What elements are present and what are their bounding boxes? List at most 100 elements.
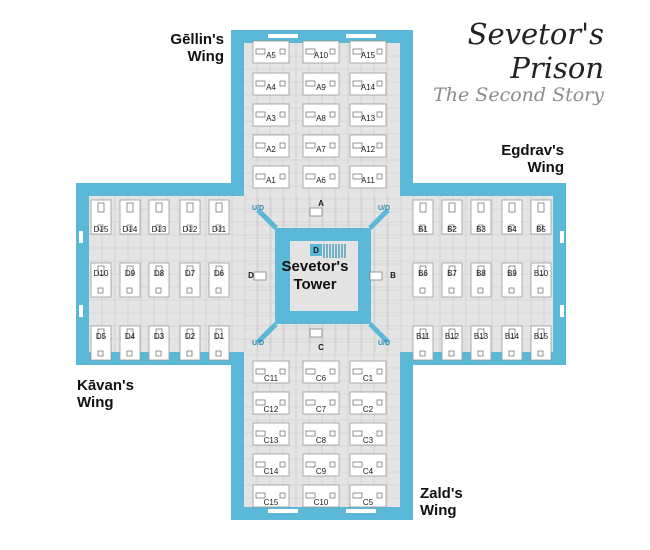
cell-b8 [470,262,492,298]
tower-name-line1: Sevetor's [281,258,349,275]
toilet-icon [419,350,426,357]
toilet-icon [537,350,544,357]
bed-icon [255,111,266,118]
cell-c12 [252,391,290,415]
cell-b4 [501,199,523,235]
cell-label-c10: C10 [314,498,329,507]
outer-door-gap [346,34,376,38]
cell-a9 [302,72,340,96]
cell-a15 [349,40,387,64]
bed-icon [305,48,316,55]
bed-icon [352,461,363,468]
cell-label-a14: A14 [361,83,376,92]
cell-label-d9: D9 [125,269,136,278]
cell-label-d8: D8 [154,269,165,278]
outer-door-gap [560,305,564,317]
bed-icon [186,328,194,339]
toilet-icon [477,350,484,357]
diagonal-wall [368,322,390,344]
cell-b5 [530,199,552,235]
cell-b1 [412,199,434,235]
cell-label-d12: D12 [183,225,198,234]
cell-d3 [148,325,170,361]
outer-door-gap [346,509,376,513]
bed-icon [97,265,105,276]
cell-a4 [252,72,290,96]
bed-icon [305,492,316,499]
bed-icon [352,492,363,499]
toilet-icon [126,350,133,357]
bed-icon [126,202,134,213]
toilet-icon [279,173,286,180]
cell-label-b11: B11 [416,332,430,341]
bed-icon [215,202,223,213]
toilet-icon [279,430,286,437]
toilet-icon [329,142,336,149]
cell-label-c5: C5 [363,498,374,507]
bed-icon [305,142,316,149]
toilet-icon [215,350,222,357]
map-title-line2: Prison [510,51,604,85]
cell-b7 [441,262,463,298]
cell-b14 [501,325,523,361]
toilet-icon [376,173,383,180]
tower-inner-marker-label: D [313,246,319,255]
cell-d2 [179,325,201,361]
bed-icon [537,202,545,213]
toilet-icon [279,399,286,406]
bed-icon [352,80,363,87]
cell-d7 [179,262,201,298]
cell-label-d5: D5 [96,332,107,341]
bed-icon [477,328,485,339]
cell-a6 [302,165,340,189]
bed-icon [352,173,363,180]
cell-label-b8: B8 [476,269,486,278]
cells-layer [90,40,552,508]
cell-label-b15: B15 [534,332,549,341]
toilet-icon [97,224,104,231]
cell-c4 [349,453,387,477]
toilet-icon [126,287,133,294]
cell-a1 [252,165,290,189]
guard-post-icon [369,271,383,281]
toilet-icon [376,399,383,406]
tower-name: Sevetor's Tower [277,258,353,294]
toilet-icon [537,224,544,231]
toilet-icon [186,350,193,357]
bed-icon [419,202,427,213]
toilet-icon [279,48,286,55]
cell-label-a10: A10 [314,51,329,60]
toilet-icon [97,287,104,294]
cell-label-d13: D13 [152,225,167,234]
toilet-icon [477,287,484,294]
cell-a14 [349,72,387,96]
cell-a12 [349,134,387,158]
cell-a10 [302,40,340,64]
cell-label-d6: D6 [214,269,225,278]
toilet-icon [376,492,383,499]
wing-b-name: Egdrav's Wing [480,142,564,176]
bed-icon [305,430,316,437]
bed-icon [255,492,266,499]
door-a-label: A [318,199,324,208]
toilet-icon [329,173,336,180]
toilet-icon [215,287,222,294]
cell-c14 [252,453,290,477]
cell-label-d11: D11 [212,225,227,234]
cell-d5 [90,325,112,361]
cell-d15 [90,199,112,235]
cell-label-b2: B2 [447,225,457,234]
wing-d-name: Kāvan's Wing [77,377,157,411]
cell-label-d3: D3 [154,332,165,341]
wing-a-name-line1: Gēllin's [170,31,224,48]
bed-icon [305,111,316,118]
cell-d6 [208,262,230,298]
cell-label-c13: C13 [264,436,279,445]
cell-label-b13: B13 [474,332,489,341]
toilet-icon [279,461,286,468]
cell-d1 [208,325,230,361]
toilet-icon [376,48,383,55]
bed-icon [155,202,163,213]
toilet-icon [537,287,544,294]
wing-b-name-line1: Egdrav's [501,142,564,159]
